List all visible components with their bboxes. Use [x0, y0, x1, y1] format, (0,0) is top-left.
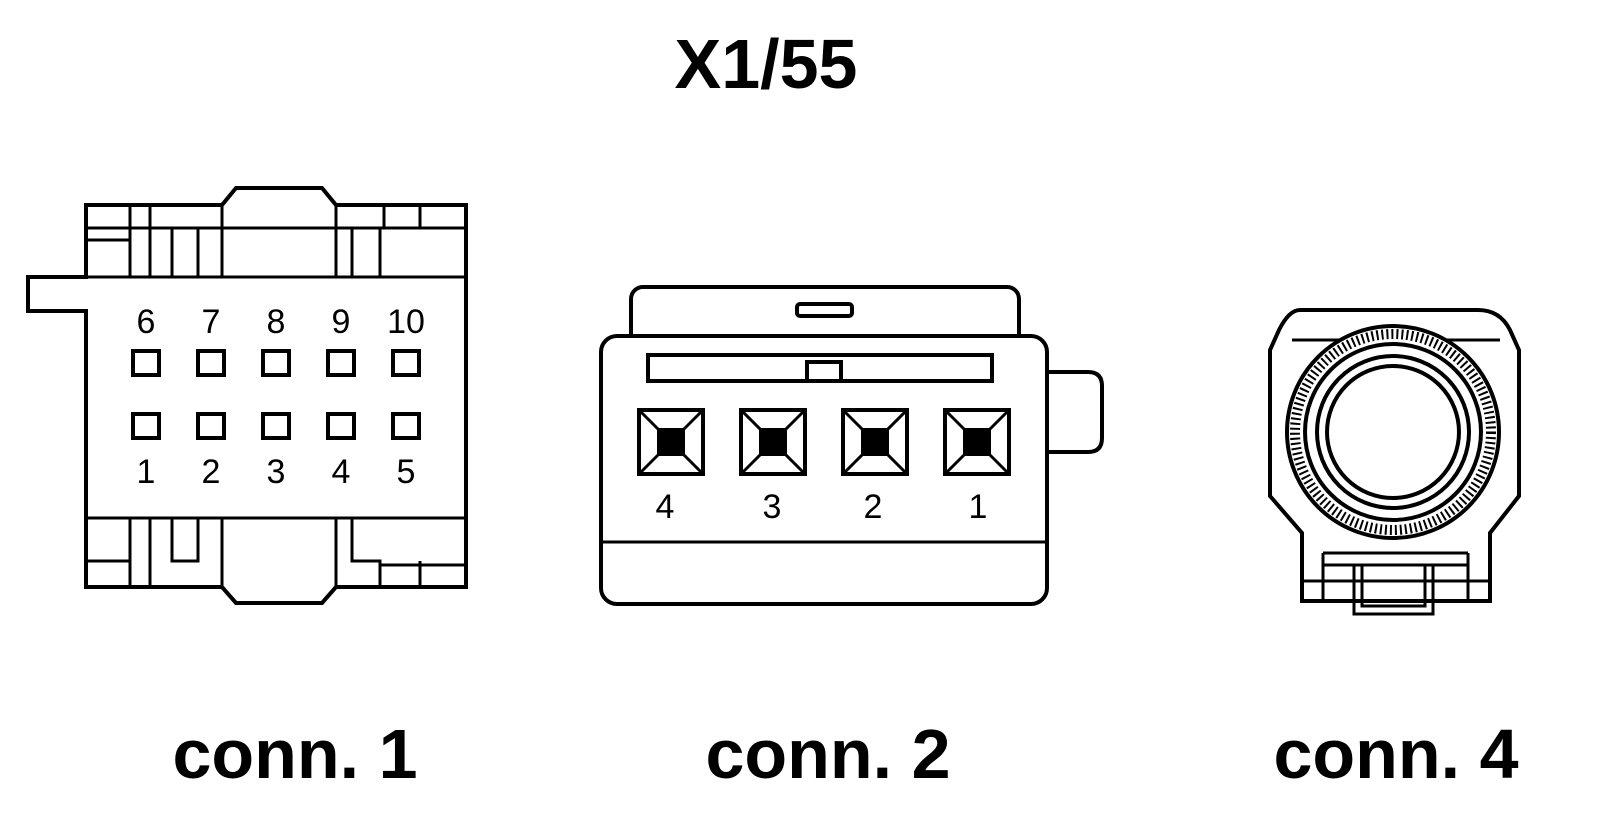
pin-label: 8: [267, 303, 286, 341]
pin-3: [261, 412, 291, 440]
pin-2: [196, 412, 226, 440]
pin-2: [841, 408, 909, 476]
connector-4-label: conn. 4: [1273, 715, 1518, 793]
connector-4-socket: [1325, 364, 1461, 500]
connector-1: 6 7 8 9 10 1 2 3 4 5 conn. 1: [26, 186, 468, 793]
pin-5: [391, 412, 421, 440]
pin-4: [326, 412, 356, 440]
pin-10: [391, 349, 421, 377]
connector-2-label: conn. 2: [705, 715, 950, 793]
connector-4-knurl: [1290, 329, 1496, 535]
connector-4: conn. 4: [1268, 308, 1521, 793]
connector-1-pins-bottom: 1 2 3 4 5: [131, 412, 421, 491]
connector-1-pins-top: 6 7 8 9 10: [131, 303, 425, 377]
connector-2: 4 3 2 1 conn. 2: [599, 285, 1104, 793]
pin-7: [196, 349, 226, 377]
pin-label: 9: [332, 303, 351, 341]
pin-1: [943, 408, 1011, 476]
connector-4-bottom-latch: [1302, 551, 1490, 616]
pin-9: [326, 349, 356, 377]
connector-2-side-latch: [1038, 370, 1104, 454]
pin-1: [131, 412, 161, 440]
pin-label: 5: [397, 453, 416, 491]
pin-6: [131, 349, 161, 377]
pin-8: [261, 349, 291, 377]
pin-label: 1: [137, 453, 156, 491]
pin-label: 3: [267, 453, 286, 491]
diagram-title: X1/55: [675, 25, 858, 103]
pin-label: 4: [332, 453, 351, 491]
pin-label: 4: [656, 488, 675, 526]
connector-2-pins: 4 3 2 1: [637, 408, 1011, 526]
connector-2-bar: [646, 353, 994, 383]
pin-label: 7: [202, 303, 221, 341]
pin-label: 6: [137, 303, 156, 341]
connector-2-bar-key: [805, 360, 843, 383]
pin-label: 2: [864, 488, 883, 526]
connector-1-bottom-latch: [86, 516, 466, 587]
connector-1-label: conn. 1: [172, 715, 417, 793]
pin-label: 3: [763, 488, 782, 526]
connector-2-body: [599, 334, 1049, 606]
pin-3: [739, 408, 807, 476]
pin-label: 2: [202, 453, 221, 491]
pin-label: 1: [969, 488, 988, 526]
pin-label: 10: [387, 303, 425, 341]
connector-2-lock-slot: [795, 302, 854, 318]
connector-1-top-latch: [86, 205, 466, 279]
connector-1-body: [26, 186, 468, 605]
pin-4: [637, 408, 705, 476]
